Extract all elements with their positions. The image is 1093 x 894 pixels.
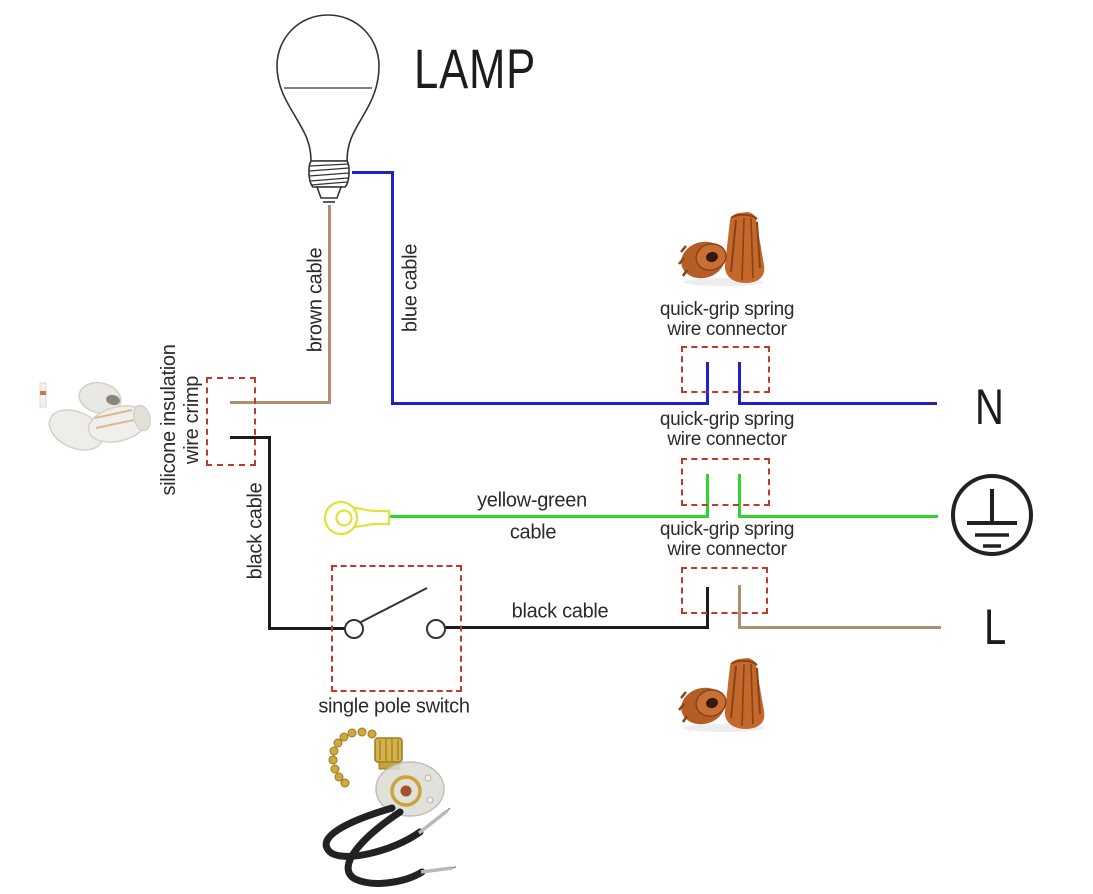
brown-wire-to-crimp	[230, 401, 331, 404]
silicone-crimp-label-line2: wire crimp	[181, 375, 203, 465]
line-wire-connector-stub	[738, 585, 741, 629]
pull-chain-switch-photo-icon	[322, 727, 457, 887]
blue-wire-vertical	[391, 171, 394, 405]
blue-cable-label: blue cable	[399, 243, 422, 333]
connector-3-label-line1: quick-grip spring	[659, 519, 795, 540]
blue-wire-connector-stub-left	[706, 362, 709, 405]
brown-cable-label: brown cable	[304, 247, 327, 353]
connector-1-label-line2: wire connector	[667, 319, 787, 340]
connector-1-label: quick-grip spring wire connector	[659, 299, 795, 340]
green-wire-connector-stub-right	[738, 474, 741, 518]
connector-3-label: quick-grip spring wire connector	[659, 519, 795, 560]
yellow-green-cable-label-line2: cable	[509, 521, 557, 544]
silicone-crimp-photo-icon	[39, 381, 151, 451]
connector-3-label-line2: wire connector	[667, 539, 787, 560]
line-wire-to-L	[741, 626, 941, 629]
connector-box-1	[681, 346, 770, 393]
silicone-crimp-label: silicone insulation wire crimp	[158, 344, 204, 495]
blue-wire-lamp-horizontal	[352, 171, 394, 174]
connector-box-2	[681, 458, 770, 506]
green-wire-connector-stub-left	[706, 474, 709, 518]
blue-wire-horizontal-left	[391, 402, 706, 405]
connector-2-label-line1: quick-grip spring	[659, 409, 795, 430]
wire-nut-photo-bottom-icon	[675, 656, 766, 734]
silicone-crimp-label-line1: silicone insulation	[158, 344, 180, 496]
wire-crimp-box	[206, 377, 256, 466]
blue-wire-to-neutral	[741, 402, 937, 405]
black-wire-from-crimp	[230, 436, 271, 439]
black-cable-horizontal-label: black cable	[511, 600, 609, 623]
connector-2-label-line2: wire connector	[667, 429, 787, 450]
black-wire-switch-to-connector	[445, 626, 706, 629]
black-cable-vertical-label: black cable	[244, 482, 267, 580]
black-wire-to-switch	[268, 627, 346, 630]
green-wire-horizontal-left	[389, 515, 706, 518]
lamp-title: LAMP	[414, 37, 537, 100]
connector-2-label: quick-grip spring wire connector	[659, 409, 795, 450]
yellow-green-cable-label-line1: yellow-green	[477, 489, 587, 512]
blue-wire-connector-stub-right	[738, 362, 741, 405]
line-terminal-label: L	[984, 599, 1007, 655]
single-pole-switch-label: single pole switch	[318, 695, 470, 718]
single-pole-switch-box	[331, 565, 462, 692]
brown-wire-vertical	[328, 205, 331, 404]
connector-1-label-line1: quick-grip spring	[659, 299, 795, 320]
green-wire-to-ground	[741, 515, 938, 518]
wire-nut-photo-top-icon	[678, 212, 765, 286]
ground-symbol-icon	[951, 474, 1033, 556]
ring-terminal-icon	[323, 500, 391, 536]
black-wire-vertical	[268, 436, 271, 630]
connector-box-3	[681, 567, 768, 614]
neutral-terminal-label: N	[975, 379, 1004, 435]
black-wire-connector-stub	[706, 587, 709, 629]
